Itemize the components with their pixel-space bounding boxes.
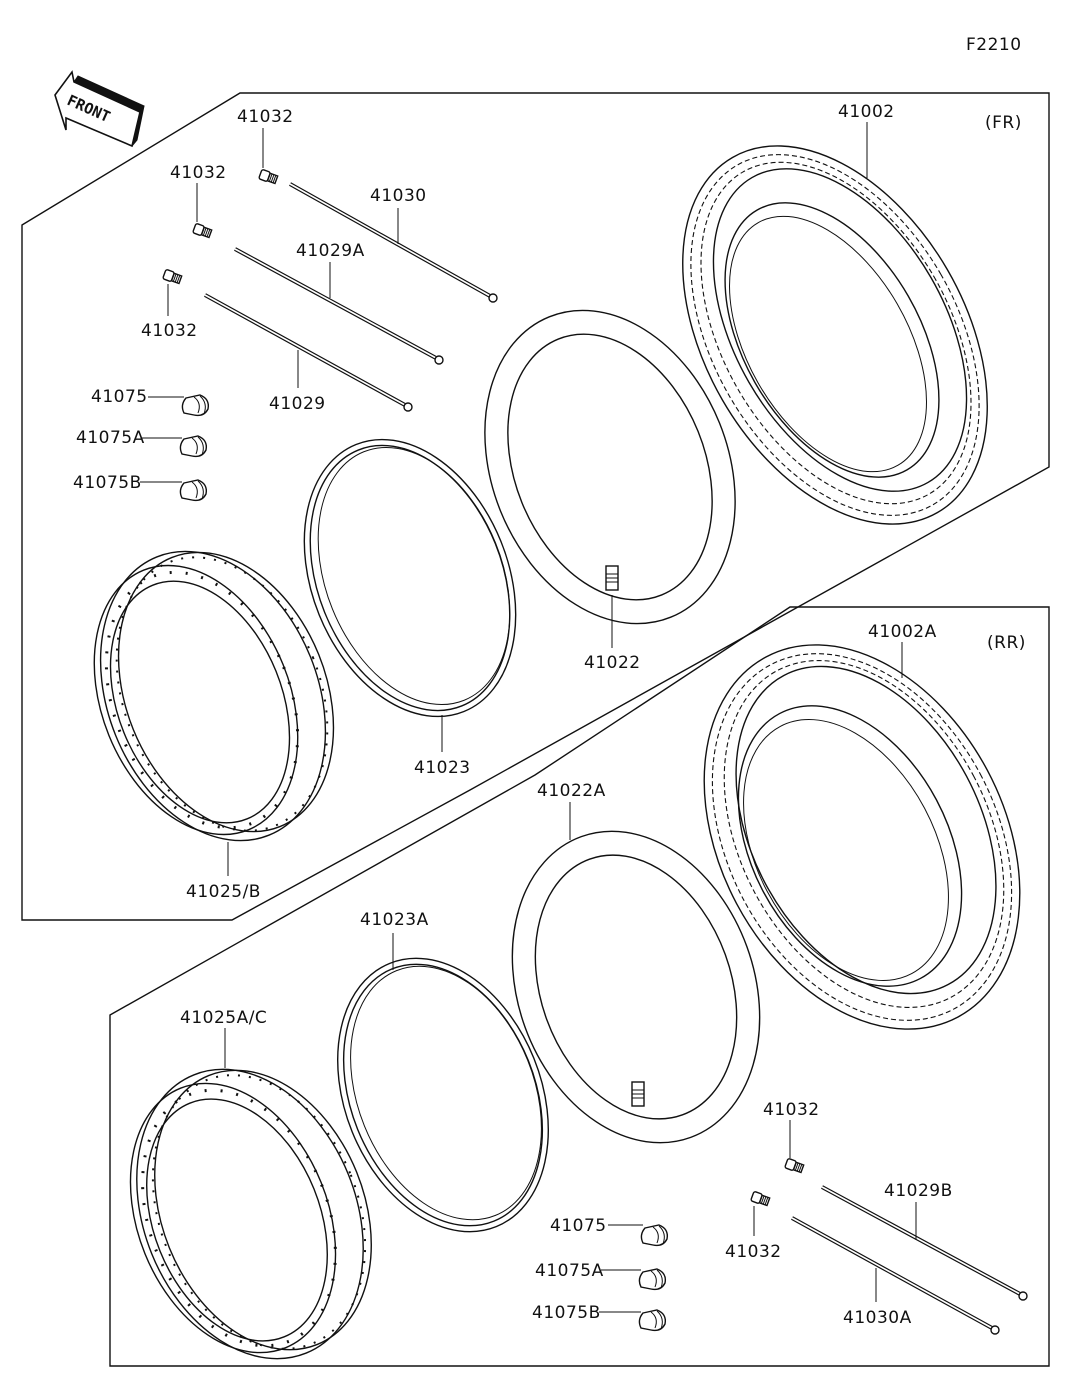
fr-spoke-41029: [204, 293, 413, 412]
front-rim: [93, 550, 335, 842]
fr-nipple: [181, 394, 210, 417]
rr-spoke-41029b: [821, 1185, 1028, 1301]
fr-nipple-a: [179, 435, 208, 458]
front-tube: [484, 309, 736, 625]
rear-rim-band: [337, 957, 549, 1233]
label-rr-nipple-a: 41075A: [535, 1261, 604, 1281]
label-rr-spoke-a: 41030A: [843, 1308, 912, 1328]
label-rr-spoke-b: 41029B: [884, 1181, 953, 1201]
label-rr-band: 41023A: [360, 910, 429, 930]
label-rr-valve-b: 41032: [725, 1242, 782, 1262]
rear-tire: [703, 644, 1021, 1030]
rear-tube: [511, 830, 761, 1144]
front-section-tag: (FR): [985, 113, 1022, 133]
label-fr-valve-low: 41032: [141, 321, 198, 341]
figure-code: F2210: [966, 35, 1022, 55]
fr-nipple-b: [179, 479, 208, 502]
label-fr-spoke-a: 41030: [370, 186, 427, 206]
label-fr-band: 41023: [414, 758, 471, 778]
rear-section-frame: [109, 606, 1050, 1367]
front-tire: [682, 145, 988, 525]
label-rr-valve-a: 41032: [763, 1100, 820, 1120]
label-fr-nipple-b: 41075B: [73, 473, 142, 493]
front-rim-band: [303, 438, 517, 718]
fr-spoke-41029a: [234, 247, 444, 365]
rr-nipple: [640, 1224, 669, 1247]
label-fr-tube: 41022: [584, 653, 641, 673]
label-rr-tire: 41002A: [868, 622, 937, 642]
rear-section-tag: (RR): [987, 633, 1026, 653]
label-fr-valve-mid: 41032: [170, 163, 227, 183]
label-rr-rim: 41025A/C: [180, 1008, 267, 1028]
label-fr-valve-top: 41032: [237, 107, 294, 127]
label-rr-tube: 41022A: [537, 781, 606, 801]
label-rr-nipple-b: 41075B: [532, 1303, 601, 1323]
front-arrow-icon: FRONT: [54, 70, 145, 148]
rr-valve-cap-a: [783, 1157, 805, 1175]
fr-valve-cap-low: [161, 268, 183, 286]
rear-rim: [129, 1068, 372, 1360]
label-fr-nipple: 41075: [91, 387, 148, 407]
fr-valve-cap-top: [257, 168, 279, 186]
label-fr-spoke-c: 41029: [269, 394, 326, 414]
label-fr-nipple-a: 41075A: [76, 428, 145, 448]
label-rr-nipple: 41075: [550, 1216, 607, 1236]
rr-valve-cap-b: [749, 1190, 771, 1208]
fr-valve-cap-mid: [191, 222, 213, 240]
label-fr-spoke-b: 41029A: [296, 241, 365, 261]
label-fr-tire: 41002: [838, 102, 895, 122]
rr-nipple-b: [638, 1309, 667, 1332]
rr-spoke-41030a: [791, 1216, 1000, 1335]
fr-spoke-41030: [289, 182, 498, 303]
rr-nipple-a: [638, 1268, 667, 1291]
front-section-frame: [21, 92, 1050, 921]
label-fr-rim: 41025/B: [186, 882, 261, 902]
